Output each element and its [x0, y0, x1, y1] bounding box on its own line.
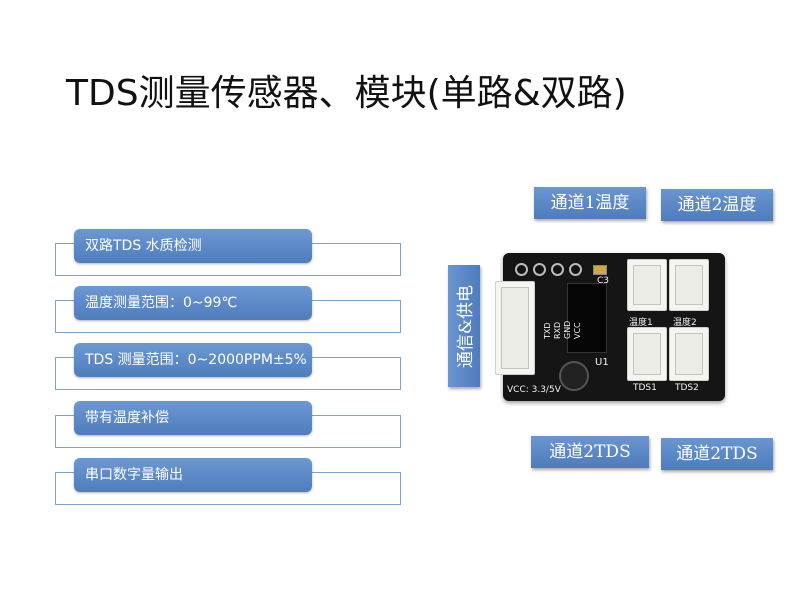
- tds-module-board: C3 TXD RXD GND VCC U1 VCC: 3.3/5V 温度1 温度…: [495, 253, 725, 401]
- tds1-connector: [627, 327, 667, 381]
- feature-item-temp-compensation: 带有温度补偿: [55, 401, 401, 448]
- tds2-connector: [669, 327, 709, 381]
- pin-hole: [533, 263, 546, 276]
- page-title: TDS测量传感器、模块(单路&双路): [66, 73, 627, 114]
- feature-item-tds-range: TDS 测量范围：0~2000PPM±5%: [55, 343, 401, 390]
- pin-label-rxd: RXD: [553, 321, 562, 339]
- feature-label: 温度测量范围：0~99℃: [74, 286, 312, 320]
- temp1-connector: [627, 259, 667, 311]
- feature-label: TDS 测量范围：0~2000PPM±5%: [74, 343, 312, 377]
- connector-inner: [675, 333, 703, 375]
- connector-inner: [633, 333, 661, 375]
- callout-comm-power: 通信&供电: [448, 265, 480, 387]
- feature-label: 双路TDS 水质检测: [74, 229, 312, 263]
- pin-label-gnd: GND: [563, 320, 572, 339]
- feature-item-temp-range: 温度测量范围：0~99℃: [55, 286, 401, 333]
- feature-item-serial-output: 串口数字量输出: [55, 458, 401, 505]
- label-temp1: 温度1: [629, 318, 653, 328]
- comm-power-connector: [495, 281, 535, 375]
- label-tds2: TDS2: [675, 383, 699, 393]
- callout-comm-power-label: 通信&供电: [456, 284, 477, 368]
- feature-item-dual-tds: 双路TDS 水质检测: [55, 229, 401, 276]
- round-component: [559, 361, 589, 391]
- callout-tds-right: 通道2TDS: [661, 438, 773, 470]
- pin-label-vcc: VCC: [573, 322, 582, 339]
- connector-inner: [633, 265, 661, 305]
- pin-label-txd: TXD: [543, 322, 552, 339]
- connector-inner: [675, 265, 703, 305]
- microcontroller-chip: [567, 283, 607, 353]
- temp2-connector: [669, 259, 709, 311]
- pin-hole: [569, 263, 582, 276]
- label-c3: C3: [597, 276, 610, 286]
- label-temp2: 温度2: [673, 318, 697, 328]
- feature-label: 带有温度补偿: [74, 401, 312, 435]
- pin-hole: [551, 263, 564, 276]
- feature-label: 串口数字量输出: [74, 458, 312, 492]
- callout-channel1-temp: 通道1温度: [534, 187, 646, 219]
- pin-hole: [515, 263, 528, 276]
- label-tds1: TDS1: [633, 383, 657, 393]
- callout-channel2-temp: 通道2温度: [661, 189, 773, 221]
- label-u1: U1: [595, 357, 609, 368]
- connector-inner: [501, 287, 529, 369]
- callout-tds-left: 通道2TDS: [531, 436, 649, 468]
- capacitor: [593, 265, 607, 275]
- label-vcc-voltage: VCC: 3.3/5V: [507, 385, 561, 395]
